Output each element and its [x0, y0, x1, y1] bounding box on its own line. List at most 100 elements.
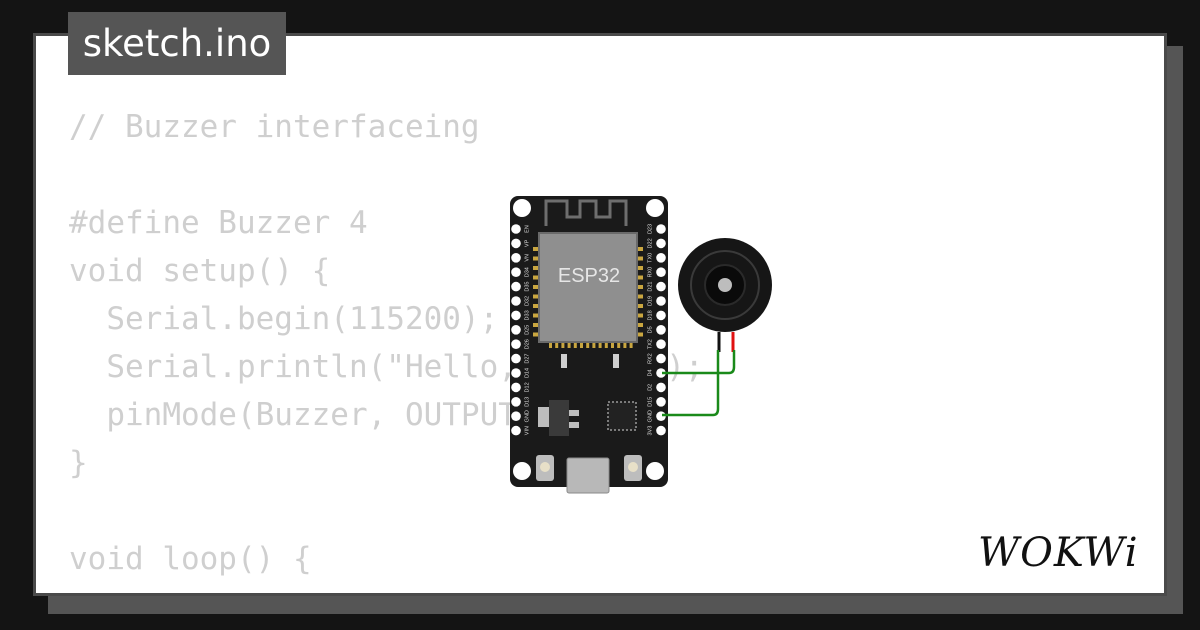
- pin-label: GND: [524, 410, 530, 422]
- pin-d35[interactable]: [511, 281, 521, 292]
- pin-label: D4: [647, 369, 653, 376]
- pin-label: TX2: [647, 339, 653, 349]
- pin-vn[interactable]: [511, 252, 521, 263]
- module-pad: [533, 275, 539, 280]
- pin-d21[interactable]: [656, 281, 666, 292]
- pin-label: RX0: [647, 267, 653, 278]
- mounting-hole: [646, 462, 664, 480]
- wokwi-logo[interactable]: WOKWi: [978, 528, 1150, 574]
- module-pad: [533, 332, 539, 337]
- pin-tx2[interactable]: [656, 339, 666, 350]
- code-line: void setup() {: [69, 253, 331, 289]
- module-pad: [555, 342, 559, 348]
- buzzer[interactable]: [678, 238, 772, 352]
- module-pads: [533, 247, 643, 348]
- module-pad: [637, 256, 643, 261]
- module-pad: [573, 342, 577, 348]
- pin-d25[interactable]: [511, 325, 521, 335]
- pin-label: RX2: [647, 353, 653, 364]
- pin-label: VIN: [524, 426, 530, 435]
- module-pad: [604, 342, 608, 348]
- pin-d18[interactable]: [656, 310, 666, 321]
- pin-d14[interactable]: [511, 368, 521, 378]
- pin-d13[interactable]: [511, 397, 521, 407]
- pin-label: D23: [647, 224, 653, 234]
- pin-label: TX0: [647, 253, 653, 263]
- pin-label: D34: [524, 267, 530, 277]
- pin-label: GND: [647, 410, 653, 422]
- pin-label: D14: [524, 368, 530, 378]
- pin-d26[interactable]: [511, 339, 521, 350]
- module-pad: [533, 294, 539, 299]
- wire-gnd-to-buzzer[interactable]: [662, 350, 720, 417]
- pin-label: VN: [524, 254, 530, 262]
- pin-tx0[interactable]: [656, 252, 666, 263]
- pin-rx0[interactable]: [656, 267, 666, 278]
- pin-rx2[interactable]: [656, 353, 666, 364]
- pin-label: D13: [524, 397, 530, 407]
- pin-d19[interactable]: [656, 296, 666, 306]
- regulator-tab: [538, 407, 549, 427]
- module-pad: [637, 323, 643, 327]
- pin-d22[interactable]: [656, 238, 666, 249]
- code-line: #define Buzzer 4: [69, 205, 368, 241]
- pin-label: D19: [647, 296, 653, 306]
- module-pad: [580, 342, 583, 348]
- file-tab[interactable]: sketch.ino: [68, 12, 286, 75]
- pin-d33[interactable]: [511, 310, 521, 321]
- pin-label: D35: [524, 282, 530, 292]
- pin-d23[interactable]: [656, 224, 666, 234]
- module-pad: [598, 342, 602, 348]
- module-pad: [533, 304, 539, 308]
- module-pad: [561, 342, 565, 348]
- module-pad: [567, 342, 571, 348]
- pin-3v3[interactable]: [656, 425, 666, 436]
- pin-label: D26: [524, 339, 530, 349]
- code-line: void loop() {: [69, 541, 312, 577]
- module-pad: [637, 304, 643, 308]
- pin-label: 3V3: [647, 426, 653, 436]
- pin-d2[interactable]: [656, 382, 666, 393]
- pin-label: D22: [647, 238, 653, 248]
- pin-d27[interactable]: [511, 353, 521, 364]
- pin-label: D12: [524, 382, 530, 392]
- code-line: // Buzzer interfaceing: [69, 109, 480, 145]
- mounting-hole: [513, 199, 531, 217]
- module-pad: [533, 285, 539, 289]
- pin-d5[interactable]: [656, 325, 666, 335]
- pin-label: D5: [647, 326, 653, 333]
- module-pad: [637, 266, 643, 270]
- mounting-hole: [646, 199, 664, 217]
- resistor: [561, 354, 567, 368]
- wire-d4-to-buzzer[interactable]: [662, 350, 736, 375]
- antenna-icon: [544, 199, 628, 226]
- code-line: Serial.begin(115200);: [69, 301, 499, 337]
- module-pad: [617, 342, 621, 348]
- module-pad: [637, 247, 643, 251]
- resistor: [613, 354, 619, 368]
- voltage-regulator: [549, 400, 569, 436]
- pin-d4[interactable]: [656, 368, 666, 378]
- left-pin-header: ENVPVND34D35D32D33D25D26D27D14D12D13GNDV…: [511, 224, 530, 436]
- pin-d15[interactable]: [656, 397, 666, 407]
- module-pad: [592, 342, 596, 348]
- pin-label: EN: [524, 225, 530, 233]
- module-pad: [637, 313, 643, 318]
- pin-d12[interactable]: [511, 382, 521, 393]
- esp32-board[interactable]: ESP32 ENVPVND34D35D32D33D25D26D27D14D12D…: [510, 196, 668, 494]
- pin-gnd[interactable]: [511, 411, 521, 422]
- pin-label: D27: [524, 354, 530, 364]
- esp32-module: [538, 232, 638, 343]
- pin-label: D18: [647, 310, 653, 320]
- module-pad: [637, 285, 643, 289]
- pin-label: D33: [524, 310, 530, 320]
- chip-label: ESP32: [558, 265, 620, 287]
- pin-en[interactable]: [511, 224, 521, 234]
- module-pad: [623, 342, 627, 348]
- module-pad: [637, 275, 643, 280]
- module-pad: [533, 313, 539, 318]
- pin-d32[interactable]: [511, 296, 521, 306]
- pin-d34[interactable]: [511, 267, 521, 278]
- pin-vin[interactable]: [511, 425, 521, 436]
- pin-vp[interactable]: [511, 238, 521, 249]
